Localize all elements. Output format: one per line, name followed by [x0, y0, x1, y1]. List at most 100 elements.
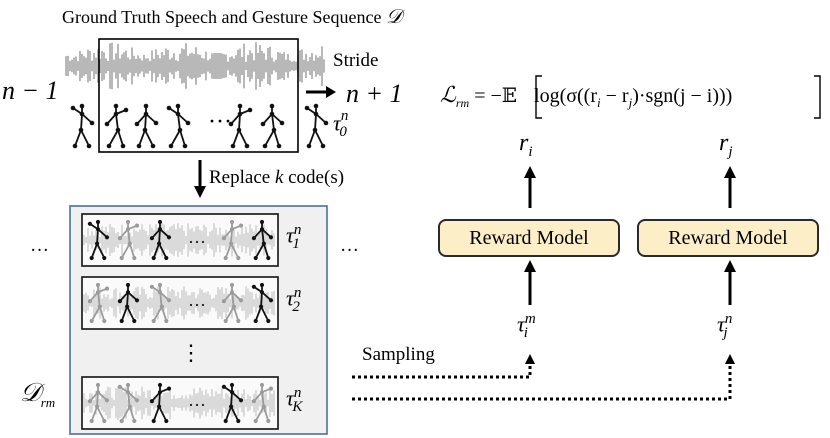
stick-bone: [96, 243, 106, 259]
top-waveform: [65, 42, 325, 90]
drm-label: 𝒟rm: [20, 378, 55, 411]
stick-joint: [229, 404, 234, 409]
stick-joint: [119, 318, 124, 324]
stick-bone: [108, 129, 119, 147]
row: ···: [81, 376, 279, 430]
stick-bone: [159, 292, 163, 307]
stick-joint: [236, 418, 241, 424]
stick-joint: [125, 304, 130, 309]
stick-joint: [259, 227, 265, 232]
stick-bone: [262, 406, 270, 422]
stick-joint: [95, 382, 101, 388]
stick-joint: [157, 282, 163, 288]
stick-joint: [259, 219, 265, 225]
loss-formula: ℒrm = −𝔼 log(σ((ri − rj)·sgn(j − i))): [440, 82, 732, 111]
ri-arrowhead: [524, 166, 536, 178]
title-text: Ground Truth Speech and Gesture Sequence: [62, 7, 382, 27]
tauK-base: τ: [286, 385, 294, 411]
stick-joint: [244, 143, 250, 149]
stick-bone: [97, 292, 101, 307]
stick-joint: [228, 121, 234, 127]
stick-bone: [230, 392, 233, 407]
sampling-label: Sampling: [362, 344, 435, 365]
tau2-sub: 2: [292, 298, 300, 315]
rj-sub: j: [728, 143, 733, 160]
stride-label: Stride: [333, 50, 379, 71]
stick-joint: [221, 384, 226, 389]
stick-joint: [251, 399, 256, 404]
tau2-sup: n: [293, 285, 302, 301]
stick-figure: [221, 282, 244, 324]
top-ellipsis: ···: [208, 109, 232, 135]
taui-sup: m: [524, 311, 536, 327]
tau0-base: τ: [333, 110, 341, 136]
stick-bone: [128, 243, 136, 259]
drm-sub: rm: [40, 395, 56, 411]
loss-body: log(σ((r: [534, 85, 597, 107]
stick-joint: [229, 282, 235, 288]
title: Ground Truth Speech and Gesture Sequence…: [62, 6, 402, 29]
stick-joint: [279, 120, 285, 126]
ri-base: r: [519, 130, 529, 156]
stick-joint: [125, 382, 131, 388]
stick-bone: [224, 243, 232, 259]
sampling-arrowhead-i: [525, 354, 535, 364]
loss-rest: )·sgn(j − i))): [632, 85, 733, 107]
stick-bone: [264, 129, 275, 147]
stick-joint: [223, 418, 228, 424]
stick-joint: [253, 318, 258, 324]
top-stick-figures: [70, 103, 329, 149]
stick-joint: [266, 255, 271, 261]
stick-bone: [152, 243, 160, 259]
loss-lhs-sub: rm: [455, 96, 470, 110]
stick-bone: [144, 129, 154, 147]
stick-joint: [136, 143, 142, 149]
stick-joint: [115, 127, 121, 133]
stick-figure: [117, 282, 140, 324]
stick-joint: [268, 386, 274, 391]
stick-joint: [221, 299, 226, 304]
stick-joint: [132, 318, 137, 324]
stick-joint: [78, 127, 84, 133]
stick-joint: [125, 390, 131, 395]
stick-bone: [314, 113, 317, 131]
stick-joint: [229, 390, 235, 395]
stick-joint: [261, 404, 266, 409]
stick-bone: [260, 306, 270, 322]
stick-joint: [230, 143, 236, 149]
stick-joint: [238, 398, 244, 403]
stick-joint: [72, 143, 78, 149]
stick-joint: [157, 290, 163, 295]
stick-joint: [229, 382, 235, 388]
stick-figure: [260, 103, 285, 149]
stick-joint: [166, 298, 172, 303]
stick-joint: [87, 299, 92, 304]
stick-figure: [87, 382, 110, 424]
right-index-label: n + 1: [346, 79, 403, 108]
stick-bone: [273, 129, 280, 147]
replace-label: Replace k code(s): [209, 167, 344, 189]
stick-joint: [151, 318, 156, 324]
stick-bone: [126, 292, 129, 307]
taui-base: τ: [517, 311, 525, 337]
stick-joint: [259, 390, 265, 395]
stick-figure: [221, 382, 244, 424]
rj-label: rj: [719, 130, 733, 161]
stick-joint: [229, 219, 235, 225]
stick-joint: [221, 236, 226, 241]
stick-joint: [236, 127, 242, 133]
stick-joint: [259, 282, 265, 288]
stick-joint: [223, 318, 228, 324]
stick-bone: [238, 129, 248, 147]
stick-bone: [262, 243, 270, 259]
stick-bone: [231, 292, 235, 307]
stick-bone: [138, 129, 146, 147]
reward-model-label-i: Reward Model: [469, 226, 589, 249]
stick-joint: [132, 418, 137, 424]
stick-joint: [168, 143, 174, 149]
stick-bone: [120, 306, 128, 322]
stick-bone: [98, 306, 106, 322]
stick-joint: [223, 255, 228, 261]
stick-bone: [115, 113, 119, 131]
stick-figure: [251, 219, 274, 261]
